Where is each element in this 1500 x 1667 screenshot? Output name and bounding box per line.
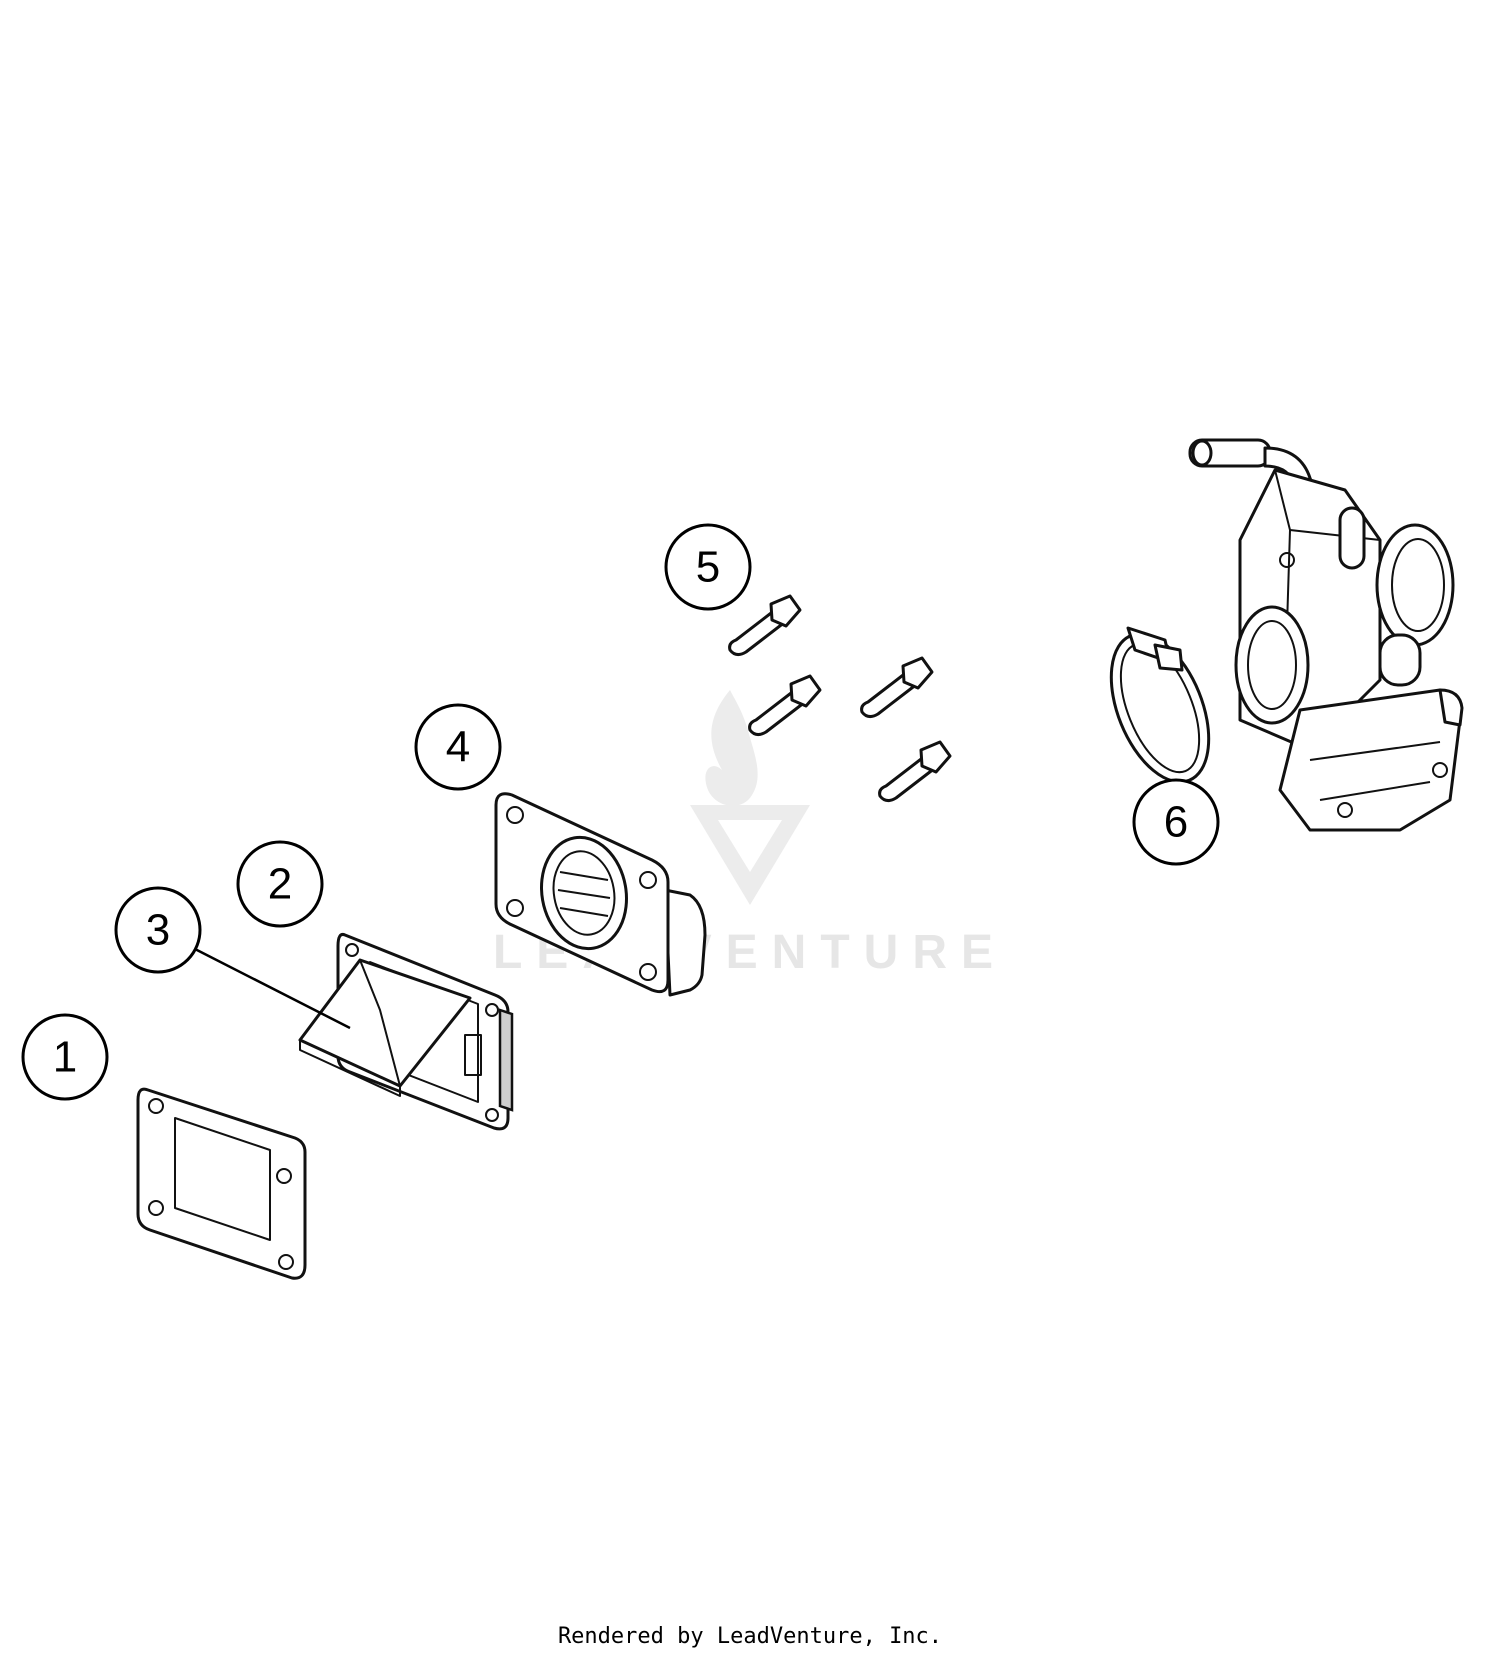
carburetor-icon [1188,438,1464,832]
callout-4: 4 [414,703,502,791]
callout-5-label: 5 [696,543,720,592]
callout-6-label: 6 [1164,798,1188,847]
callout-4-label: 4 [446,723,470,772]
hose-clamp-icon [1109,626,1211,784]
footer-credit: Rendered by LeadVenture, Inc. [557,1624,943,1649]
gasket-icon [136,1087,307,1280]
intake-flange-icon [494,792,707,997]
callout-5: 5 [664,523,752,611]
callout-2: 2 [236,840,324,928]
callout-3-label: 3 [146,906,170,955]
callout-3: 3 [114,886,202,974]
bolt-icon [860,656,934,719]
callout-2-label: 2 [268,860,292,909]
bolt-icon [878,740,952,803]
watermark-v-icon [690,805,810,905]
callout-3-leader-line [192,946,351,1030]
bolt-icon [728,594,802,657]
callout-6: 6 [1132,778,1220,866]
bolt-icon [748,674,822,737]
reed-petal-icon [298,958,472,1097]
callout-1-label: 1 [53,1033,77,1082]
watermark-flame-icon [705,690,758,806]
callout-1: 1 [21,1013,109,1101]
